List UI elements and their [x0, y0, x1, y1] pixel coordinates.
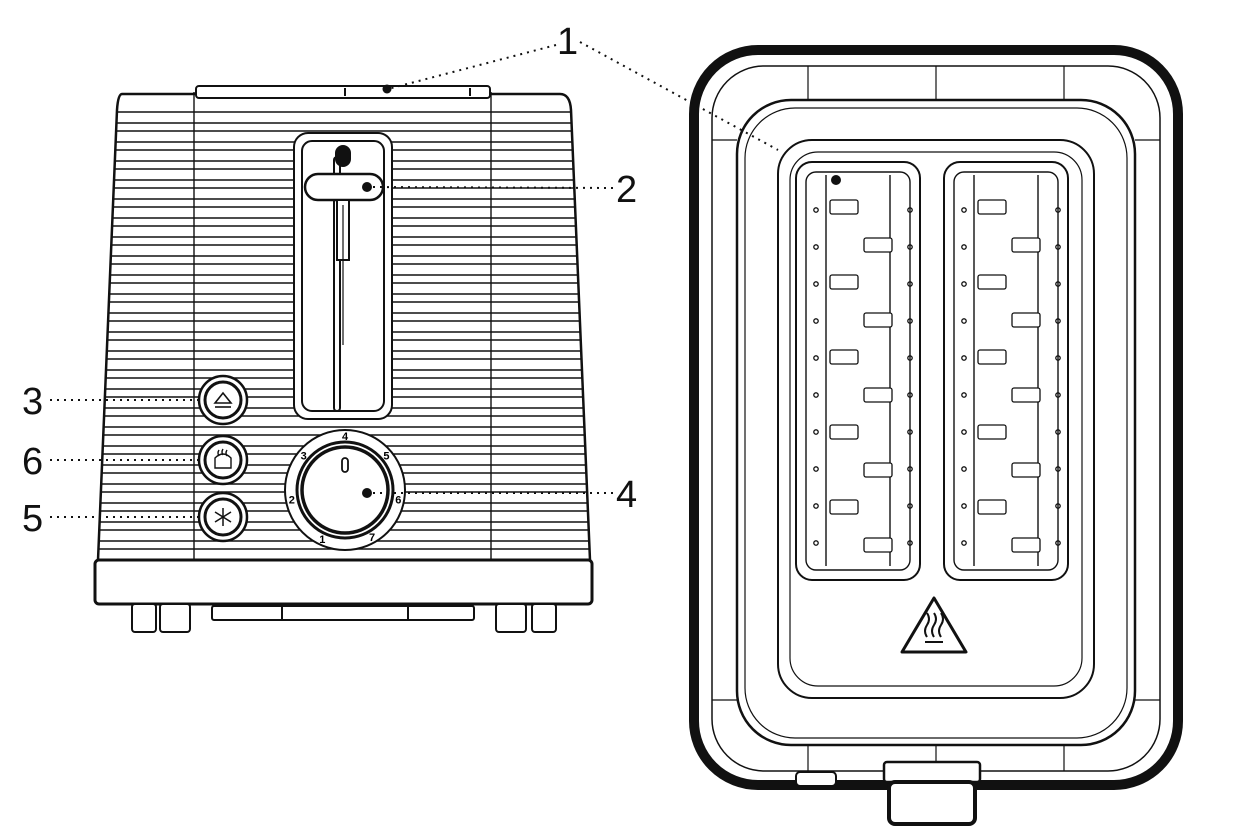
cord-exit: [882, 760, 982, 784]
slot-plate: [777, 139, 1095, 699]
dial-number: 2: [289, 494, 295, 506]
crumb-tray: [211, 605, 475, 621]
callout-5: 5: [22, 498, 43, 540]
callout-3: 3: [22, 381, 43, 423]
eject-icon: [213, 391, 233, 408]
toaster-base: [93, 558, 594, 606]
callout-4: 4: [616, 474, 637, 516]
toaster-top-view: [689, 45, 1183, 826]
hot-surface-warning-icon: [900, 596, 968, 654]
callout-1: 1: [557, 21, 578, 63]
bread-slot-right: [943, 161, 1069, 581]
toaster-front-view: 1 2 3 4 5 6 7: [93, 85, 594, 633]
callout-labels: 1 2 3 6 5 4: [22, 21, 637, 540]
outer-shell: [689, 45, 1183, 790]
callout-6: 6: [22, 441, 43, 483]
slot-guards: [961, 199, 1061, 553]
toast-reheat-icon: [214, 448, 232, 469]
dial-number: 4: [342, 431, 349, 443]
dial-number: 7: [369, 532, 375, 544]
slot-guards: [813, 199, 913, 553]
defrost-button[interactable]: [197, 491, 249, 543]
foot-right: [531, 603, 557, 633]
dial-number: 6: [395, 494, 401, 506]
cancel-button[interactable]: [197, 374, 249, 426]
dial-number: 3: [301, 450, 307, 462]
dial-scale: 1 2 3 4 5 6 7: [289, 431, 402, 546]
dial-number: 5: [383, 450, 389, 462]
snowflake-icon: [214, 508, 232, 526]
foot-left: [131, 603, 157, 633]
reheat-button[interactable]: [197, 434, 249, 486]
bread-slot-left: [795, 161, 921, 581]
browning-dial[interactable]: [284, 429, 406, 551]
top-cap: [195, 85, 491, 99]
callout-2: 2: [616, 169, 637, 211]
callout-leaders: [50, 41, 779, 518]
dial-number: 1: [319, 534, 325, 546]
